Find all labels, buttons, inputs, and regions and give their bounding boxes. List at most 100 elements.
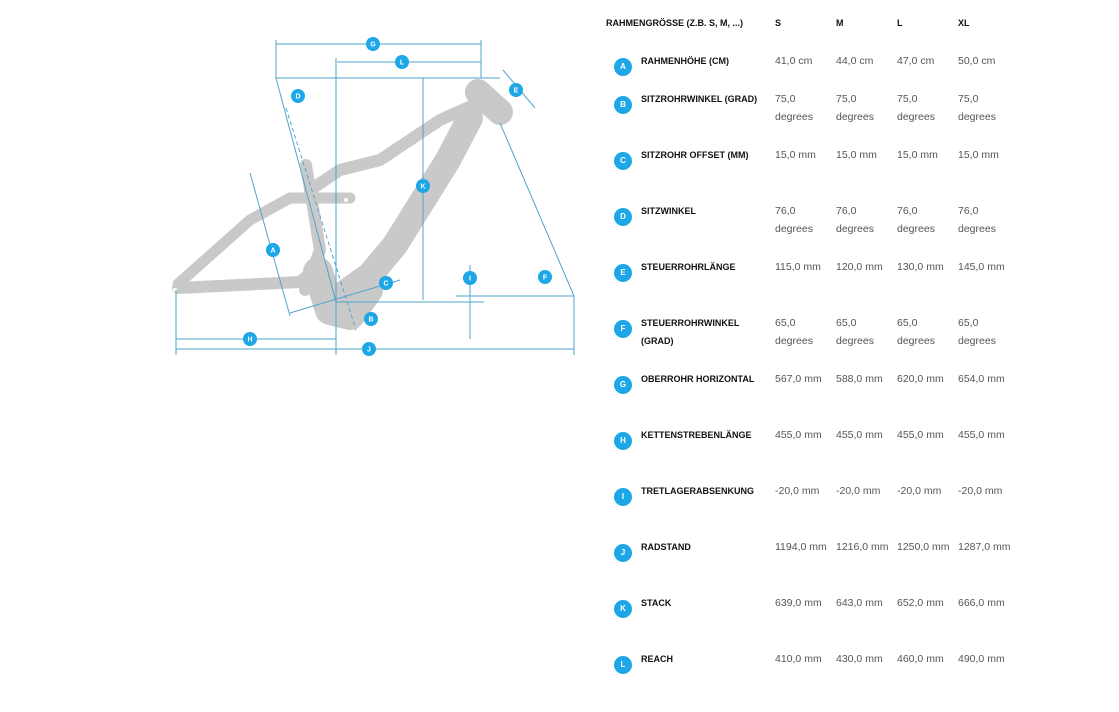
svg-text:G: G: [370, 42, 376, 49]
value-cell: 75,0 degrees: [775, 93, 836, 152]
svg-text:B: B: [368, 317, 373, 324]
value-cell: 15,0 mm: [958, 149, 1019, 208]
value-cell: 50,0 cm: [958, 55, 1019, 96]
dimension-badge: J: [614, 544, 632, 562]
dimension-value: 145,0 mm: [958, 261, 1005, 273]
row-label-cell: B SITZROHRWINKEL (GRAD): [606, 94, 775, 152]
dimension-label: SITZWINKEL: [641, 206, 696, 216]
dimension-badge: B: [614, 96, 632, 114]
value-cell: 455,0 mm: [958, 429, 1019, 488]
dimension-value: -20,0 mm: [775, 485, 820, 497]
dimension-badge: I: [614, 488, 632, 506]
value-cell: 76,0 degrees: [958, 205, 1019, 264]
value-cell: 620,0 mm: [897, 373, 958, 432]
dimension-value: 620,0 mm: [897, 373, 944, 385]
dimension-label: SITZROHR OFFSET (MM): [641, 150, 749, 160]
dimension-label: KETTENSTREBENLÄNGE: [641, 430, 752, 440]
value-cell: 588,0 mm: [836, 373, 897, 432]
value-cell: 460,0 mm: [897, 653, 958, 712]
value-cell: 145,0 mm: [958, 261, 1019, 320]
dimension-value: 490,0 mm: [958, 653, 1005, 665]
dimension-badge: E: [614, 264, 632, 282]
value-cell: 654,0 mm: [958, 373, 1019, 432]
dimension-value: 652,0 mm: [897, 597, 944, 609]
dimension-value: 1287,0 mm: [958, 541, 1011, 553]
value-cell: -20,0 mm: [836, 485, 897, 544]
dimension-value: 639,0 mm: [775, 597, 822, 609]
dimension-value: 76,0 degrees: [958, 205, 996, 235]
dimension-value: 120,0 mm: [836, 261, 883, 273]
dimension-value: 455,0 mm: [897, 429, 944, 441]
geometry-table: RAHMENGRÖSSE (Z.B. S, M, ...) S M L XL A…: [606, 8, 1019, 712]
value-cell: -20,0 mm: [958, 485, 1019, 544]
dimension-value: 15,0 mm: [775, 149, 816, 161]
dimension-value: 430,0 mm: [836, 653, 883, 665]
badge-k: K: [416, 179, 430, 193]
badge-l: L: [395, 55, 409, 69]
size-header-xl: XL: [958, 18, 970, 28]
dimension-value: 654,0 mm: [958, 373, 1005, 385]
dimension-value: 1216,0 mm: [836, 541, 889, 553]
table-row: B SITZROHRWINKEL (GRAD) 75,0 degrees 75,0 d…: [606, 93, 1019, 152]
dimension-value: 50,0 cm: [958, 55, 996, 67]
value-cell: 41,0 cm: [775, 55, 836, 96]
size-column-header: RAHMENGRÖSSE (Z.B. S, M, ...): [606, 18, 744, 28]
dimension-value: 76,0 degrees: [775, 205, 813, 235]
dimension-value: 460,0 mm: [897, 653, 944, 665]
value-cell: 652,0 mm: [897, 597, 958, 656]
svg-text:I: I: [469, 276, 471, 283]
value-cell: 430,0 mm: [836, 653, 897, 712]
dimension-value: 75,0 degrees: [958, 93, 996, 123]
dimension-value: 41,0 cm: [775, 55, 813, 67]
value-cell: 75,0 degrees: [836, 93, 897, 152]
value-cell: 76,0 degrees: [775, 205, 836, 264]
value-cell: 455,0 mm: [897, 429, 958, 488]
value-cell: 15,0 mm: [836, 149, 897, 208]
dimension-label: SITZROHRWINKEL (GRAD): [641, 94, 758, 104]
dimension-value: 666,0 mm: [958, 597, 1005, 609]
dimension-value: -20,0 mm: [836, 485, 881, 497]
dimension-value: 65,0 degrees: [775, 317, 813, 347]
value-cell: 410,0 mm: [775, 653, 836, 712]
value-cell: 115,0 mm: [775, 261, 836, 320]
svg-text:K: K: [420, 184, 425, 191]
dimension-label: RADSTAND: [641, 542, 691, 552]
dimension-badges: A B C D E F G H I J K L: [243, 37, 552, 356]
dimension-label: STEUERROHRWINKEL (GRAD): [641, 318, 740, 346]
dimension-badge: H: [614, 432, 632, 450]
dimension-value: 15,0 mm: [958, 149, 999, 161]
dimension-label: STACK: [641, 598, 672, 608]
dimension-value: -20,0 mm: [958, 485, 1003, 497]
badge-g: G: [366, 37, 380, 51]
value-cell: 1194,0 mm: [775, 541, 836, 600]
value-cell: 120,0 mm: [836, 261, 897, 320]
dimension-value: 75,0 degrees: [897, 93, 935, 123]
frame-geometry-diagram: A B C D E F G H I J K L: [172, 37, 575, 356]
value-cell: 643,0 mm: [836, 597, 897, 656]
value-cell: 44,0 cm: [836, 55, 897, 96]
svg-text:L: L: [400, 60, 405, 67]
dimension-value: 65,0 degrees: [958, 317, 996, 347]
value-cell: 1287,0 mm: [958, 541, 1019, 600]
size-header-m: M: [836, 18, 844, 28]
badge-j: J: [362, 342, 376, 356]
dimension-value: 1250,0 mm: [897, 541, 950, 553]
dimension-value: 75,0 degrees: [836, 93, 874, 123]
dimension-label: OBERROHR HORIZONTAL: [641, 374, 755, 384]
value-cell: 1216,0 mm: [836, 541, 897, 600]
value-cell: 130,0 mm: [897, 261, 958, 320]
dimension-value: -20,0 mm: [897, 485, 942, 497]
dimension-value: 75,0 degrees: [775, 93, 813, 123]
value-cell: 567,0 mm: [775, 373, 836, 432]
